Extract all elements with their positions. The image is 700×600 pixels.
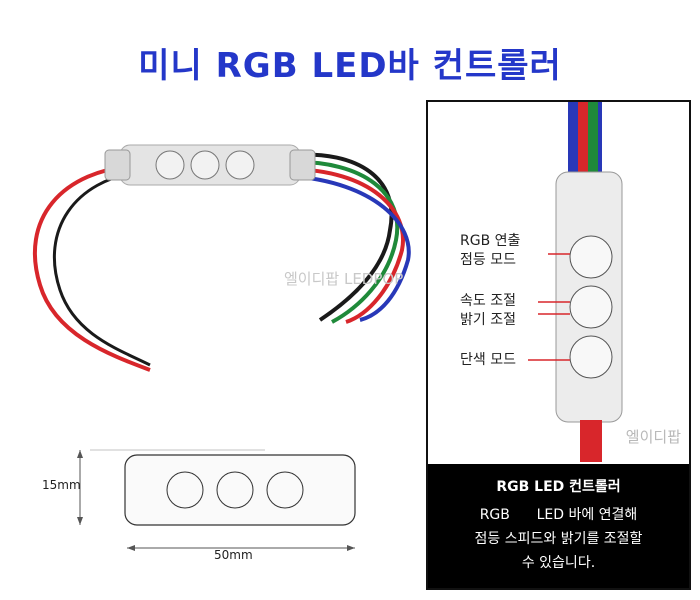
speed-label-1: 속도 조절 xyxy=(460,293,516,309)
mode-label-2: 점등 모드 xyxy=(460,252,516,268)
color-label: 단색 모드 xyxy=(460,352,516,368)
dim-width-label: 50mm xyxy=(214,548,253,562)
speed-label-2: 밝기 조절 xyxy=(460,312,516,328)
info-title: RGB LED 컨트롤러 xyxy=(496,479,621,495)
detail-panel: RGB 연출 점등 모드 속도 조절 밝기 조절 단색 모드 엘이디팝 RGB … xyxy=(426,100,691,590)
dimension-drawing xyxy=(77,449,356,551)
mode-label-1: RGB 연출 xyxy=(460,233,521,249)
info-line-3: 수 있습니다. xyxy=(521,555,596,571)
dim-height-label: 15mm xyxy=(42,478,81,492)
info-line-1: RGB LED 바에 연결해 xyxy=(479,507,638,523)
watermark-right: 엘이디팝 xyxy=(625,428,681,446)
controller-photo xyxy=(33,144,411,372)
controller-closeup xyxy=(528,102,623,462)
watermark: 엘이디팝 LEDPOP xyxy=(284,270,404,288)
info-box: RGB LED 컨트롤러 RGB LED 바에 연결해 점등 스피드와 밝기를 … xyxy=(428,464,689,588)
page-title: 미니 RGB LED바 컨트롤러 xyxy=(138,46,562,86)
info-line-2: 점등 스피드와 밝기를 조절할 xyxy=(474,531,643,547)
